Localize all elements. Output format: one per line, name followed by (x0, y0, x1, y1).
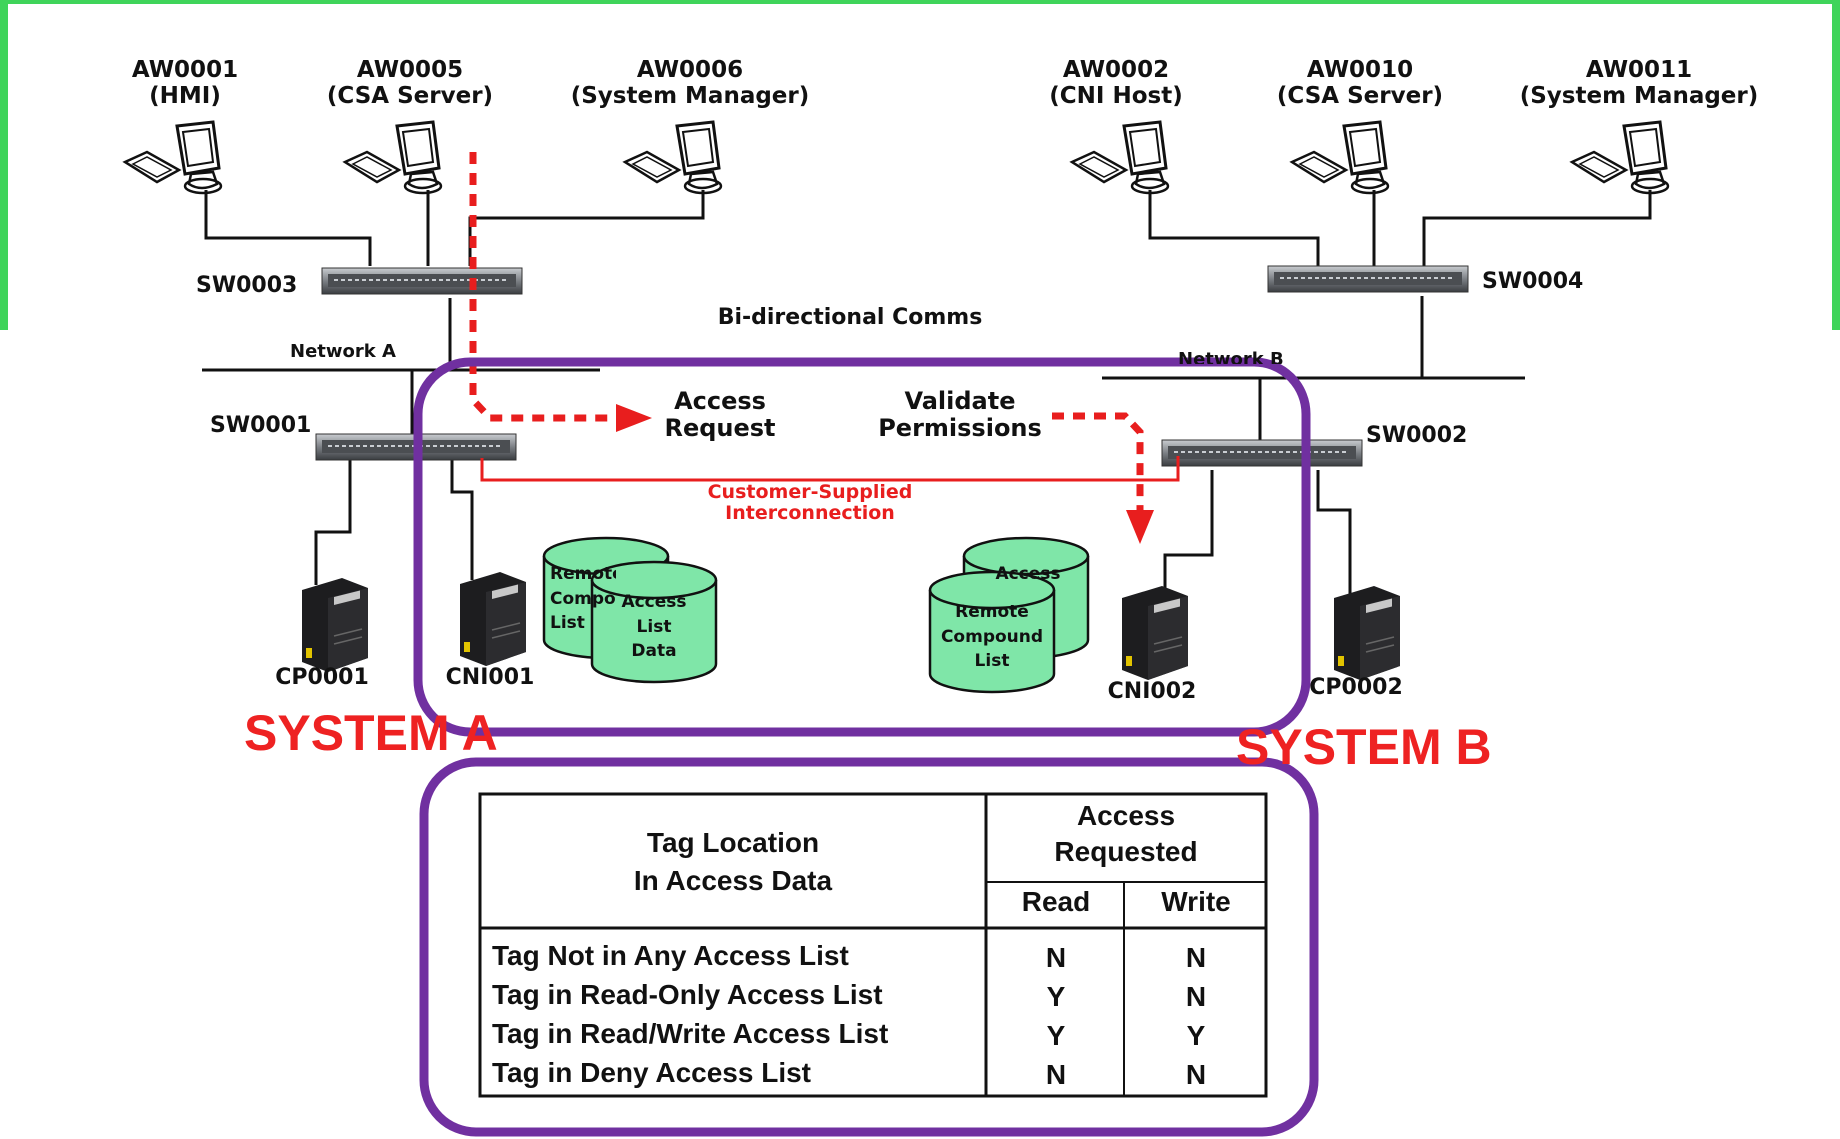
controller-cp0001-label: CP0001 (275, 665, 369, 690)
controller-cni001-label: CNI001 (445, 665, 535, 690)
bidirectional-comms-label: Bi-directional Comms (717, 305, 983, 330)
table-header-read: Read (1021, 886, 1091, 917)
workstation-aw0006-icon (623, 120, 723, 195)
database-a-front-label: Access List Data (621, 592, 687, 662)
switch-sw0004-label: SW0004 (1482, 269, 1584, 294)
table-row-read: N (1045, 1059, 1067, 1090)
table-header-tag-location: Tag Location In Access Data (633, 827, 833, 896)
table-row-write: Y (1186, 1020, 1206, 1051)
workstation-aw0001-label: AW0001(HMI) (131, 57, 239, 109)
table-row-read: Y (1046, 981, 1066, 1012)
table-highlight-box (419, 757, 1319, 1137)
table-row-write: N (1185, 942, 1207, 973)
controller-cni002-label: CNI002 (1107, 679, 1197, 704)
database-a-back-label: Remote Compound List (550, 564, 616, 632)
table-row-write: N (1185, 981, 1207, 1012)
workstation-aw0005-icon (343, 120, 443, 195)
table-row-label: Tag in Read-Only Access List (492, 979, 883, 1010)
validate-permissions-arrowhead (1126, 510, 1154, 544)
workstation-aw0006-label: AW0006(System Manager) (570, 57, 810, 109)
access-request-label: Access Request (664, 387, 776, 442)
controller-cni002-icon (1121, 585, 1189, 681)
workstation-aw0002-label: AW0002(CNI Host) (1049, 57, 1183, 109)
workstation-aw0002-icon (1070, 120, 1170, 195)
switch-sw0001-label: SW0001 (210, 413, 312, 438)
validate-permissions-label: Validate Permissions (878, 387, 1042, 442)
controller-cp0001-icon (301, 577, 369, 673)
switch-sw0004-icon (1267, 265, 1469, 293)
workstation-aw0011-icon (1570, 120, 1670, 195)
workstation-aw0005-label: AW0005(CSA Server) (326, 57, 494, 109)
table-row-read: N (1045, 942, 1067, 973)
switch-sw0003-icon (321, 267, 523, 295)
cables-system-a (202, 190, 705, 585)
controller-cp0002-label: CP0002 (1309, 675, 1403, 700)
interconnection-line (480, 456, 1180, 482)
interconnection-label: Customer-Supplied Interconnection (707, 481, 913, 525)
system-b-title: SYSTEM B (1236, 719, 1492, 775)
access-request-arrowhead (616, 404, 652, 432)
workstation-aw0011-label: AW0011(System Manager) (1519, 57, 1759, 109)
workstation-aw0010-icon (1290, 120, 1390, 195)
database-b-back-label: Access List Data (995, 564, 1061, 584)
table-row-label: Tag Not in Any Access List (492, 940, 849, 971)
workstation-aw0001-icon (123, 120, 223, 195)
validate-permissions-path (1052, 412, 1144, 512)
switch-sw0002-icon (1161, 439, 1363, 467)
network-b-label: Network B (1178, 350, 1284, 364)
table-row-label: Tag in Read/Write Access List (492, 1018, 889, 1049)
table-row-write: N (1185, 1059, 1207, 1090)
table-row-read: Y (1046, 1020, 1066, 1051)
switch-sw0002-label: SW0002 (1366, 423, 1468, 448)
switch-sw0003-label: SW0003 (196, 273, 298, 298)
table-header-write: Write (1161, 886, 1231, 917)
controller-cp0002-icon (1333, 585, 1401, 681)
interconnection-highlight-box (413, 357, 1311, 737)
cables-system-b (1102, 190, 1652, 594)
database-b-front-label: Remote Compound List (940, 602, 1044, 672)
table-header-access-requested: Access Requested (1054, 800, 1198, 868)
table-row-label: Tag in Deny Access List (492, 1057, 811, 1088)
system-a-title: SYSTEM A (244, 705, 498, 761)
workstation-aw0010-label: AW0010(CSA Server) (1276, 57, 1444, 109)
access-request-path (469, 152, 618, 422)
controller-cni001-icon (459, 571, 527, 667)
network-a-label: Network A (290, 341, 396, 362)
access-table-grid (478, 792, 1268, 1098)
